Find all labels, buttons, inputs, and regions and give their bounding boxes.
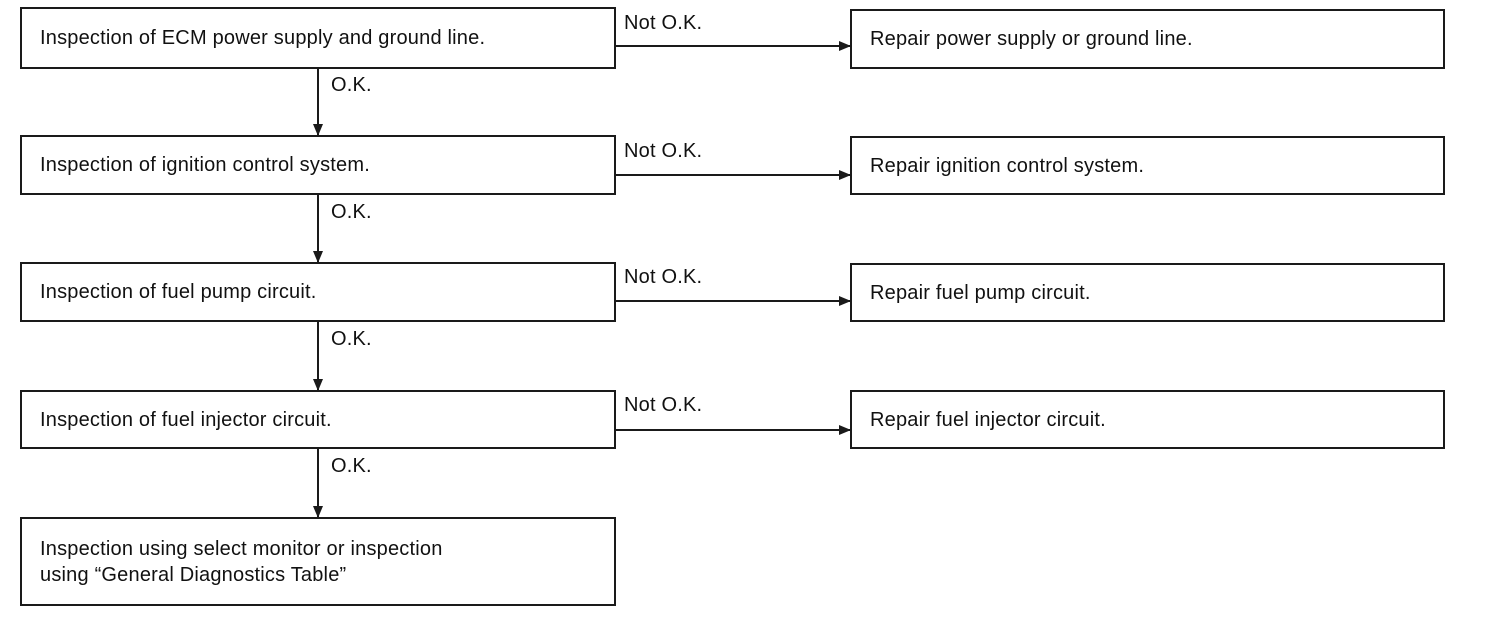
repair-step-fuel-pump-label: Repair fuel pump circuit. (870, 281, 1091, 304)
repair-step-power-supply: Repair power supply or ground line. (850, 9, 1445, 69)
inspection-step-select-monitor: Inspection using select monitor or inspe… (20, 517, 616, 606)
repair-step-fuel-injector: Repair fuel injector circuit. (850, 390, 1445, 449)
repair-step-fuel-injector-label: Repair fuel injector circuit. (870, 408, 1106, 431)
inspection-step-select-monitor-label: Inspection using select monitor or inspe… (40, 537, 443, 586)
ok-label-2: O.K. (331, 201, 372, 223)
inspection-step-ecm-power: Inspection of ECM power supply and groun… (20, 7, 616, 69)
inspection-step-ignition-label: Inspection of ignition control system. (40, 154, 370, 176)
inspection-step-fuel-injector-label: Inspection of fuel injector circuit. (40, 408, 332, 431)
ok-label-4: O.K. (331, 455, 372, 477)
repair-step-fuel-pump: Repair fuel pump circuit. (850, 263, 1445, 322)
repair-step-power-supply-label: Repair power supply or ground line. (870, 28, 1193, 50)
inspection-step-fuel-pump: Inspection of fuel pump circuit. (20, 262, 616, 322)
ok-label-1: O.K. (331, 74, 372, 96)
inspection-step-ignition: Inspection of ignition control system. (20, 135, 616, 195)
ok-label-3: O.K. (331, 328, 372, 350)
inspection-step-fuel-pump-label: Inspection of fuel pump circuit. (40, 281, 317, 303)
inspection-step-fuel-injector: Inspection of fuel injector circuit. (20, 390, 616, 449)
repair-step-ignition: Repair ignition control system. (850, 136, 1445, 195)
not-ok-label-4: Not O.K. (624, 394, 703, 416)
not-ok-label-1: Not O.K. (624, 12, 703, 34)
inspection-step-ecm-power-label: Inspection of ECM power supply and groun… (40, 27, 486, 49)
not-ok-label-3: Not O.K. (624, 266, 703, 288)
not-ok-label-2: Not O.K. (624, 140, 703, 162)
repair-step-ignition-label: Repair ignition control system. (870, 154, 1145, 177)
